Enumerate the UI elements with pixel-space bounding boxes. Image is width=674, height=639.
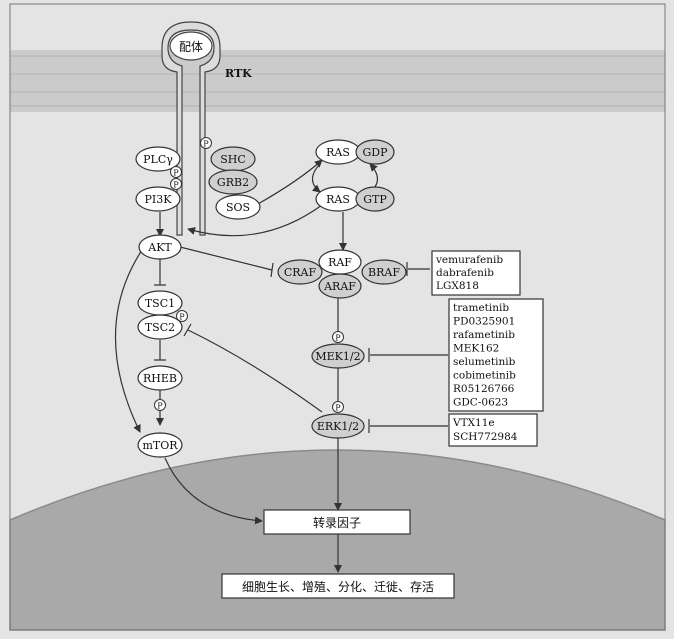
mek-inhibitor-item: MEK162 xyxy=(453,343,499,355)
raf-label: RAF xyxy=(328,256,352,269)
rtk-receptor: 配体 RTK xyxy=(161,21,252,236)
gtp-label: GTP xyxy=(363,193,387,206)
plcg-label: PLCγ xyxy=(143,153,173,166)
edge-mtor-tf xyxy=(164,457,263,525)
mek-inhibitor-item: trametinib xyxy=(453,302,509,314)
grb2-label: GRB2 xyxy=(217,176,249,189)
edge-sos-ras xyxy=(257,159,323,205)
phospho-marker: P xyxy=(176,310,188,322)
edge-erk-tsc2-bar xyxy=(183,323,192,337)
transcription-label: 转录因子 xyxy=(313,515,361,530)
phospho-marker: P xyxy=(332,401,344,413)
node-tsc1: TSC1 xyxy=(137,290,183,316)
ras2-label: RAS xyxy=(326,193,350,206)
svg-text:P: P xyxy=(173,169,179,178)
node-rheb: RHEB xyxy=(137,365,183,391)
edge-akt-craf xyxy=(179,246,273,271)
mek-inhibitor-item: R05126766 xyxy=(453,383,515,395)
svg-text:P: P xyxy=(179,313,185,322)
araf-label: ARAF xyxy=(323,280,356,293)
rheb-label: RHEB xyxy=(143,372,177,385)
ras1-label: RAS xyxy=(326,146,350,159)
node-raf-complex: CRAF BRAF RAF ARAF xyxy=(277,249,407,299)
node-mtor: mTOR xyxy=(137,432,183,458)
node-sos: SOS xyxy=(215,194,261,220)
mek-inhibitor-item: GDC-0623 xyxy=(453,397,508,409)
edge-akt-mtor xyxy=(114,249,143,433)
node-akt: AKT xyxy=(138,234,182,260)
transcription-factor-box: 转录因子 xyxy=(263,509,411,535)
node-grb2: GRB2 xyxy=(208,169,258,195)
craf-label: CRAF xyxy=(284,266,317,279)
mek-inhibitor-item: selumetinib xyxy=(453,356,516,368)
mek-label: MEK1/2 xyxy=(315,350,360,363)
svg-text:P: P xyxy=(335,334,341,343)
erk-inhibitor-item: SCH772984 xyxy=(453,431,518,443)
phospho-marker: P xyxy=(154,399,166,411)
phospho-marker: P xyxy=(332,331,344,343)
outcome-label: 细胞生长、增殖、分化、迁徙、存活 xyxy=(242,579,434,594)
tsc1-label: TSC1 xyxy=(145,297,175,310)
tsc2-label: TSC2 xyxy=(145,321,175,334)
phospho-marker: P xyxy=(200,137,212,149)
edge-ras-cycle-left xyxy=(311,163,321,193)
node-erk: ERK1/2 xyxy=(311,413,365,439)
edge-erk-tsc2 xyxy=(187,329,323,413)
raf-inhibitor-item: LGX818 xyxy=(436,280,479,292)
sos-label: SOS xyxy=(226,201,250,214)
node-plcg: PLCγ xyxy=(135,146,181,172)
svg-text:P: P xyxy=(203,140,209,149)
gdp-label: GDP xyxy=(362,146,388,159)
node-pi3k: PI3K xyxy=(135,186,181,212)
outcome-box: 细胞生长、增殖、分化、迁徙、存活 xyxy=(221,573,455,599)
phospho-marker: P xyxy=(170,166,182,178)
svg-text:P: P xyxy=(157,402,163,411)
svg-text:P: P xyxy=(173,181,179,190)
shc-label: SHC xyxy=(220,153,246,166)
akt-label: AKT xyxy=(147,241,172,254)
raf-inhibitor-box: vemurafenib dabrafenib LGX818 xyxy=(431,250,521,296)
node-shc: SHC xyxy=(210,146,256,172)
frame xyxy=(9,3,666,631)
ligand-node xyxy=(169,31,213,61)
svg-text:P: P xyxy=(335,404,341,413)
cell-membrane xyxy=(10,50,665,112)
raf-inhibitor-item: vemurafenib xyxy=(435,254,503,266)
braf-label: BRAF xyxy=(368,266,400,279)
pi3k-label: PI3K xyxy=(145,193,173,206)
erk-inhibitor-box: VTX11e SCH772984 xyxy=(448,413,538,447)
node-ras-gtp: RAS GTP xyxy=(315,186,395,212)
mek-inhibitor-box: trametinib PD0325901 rafametinib MEK162 … xyxy=(448,298,544,412)
erk-inhibitor-item: VTX11e xyxy=(452,417,495,429)
mek-inhibitor-item: PD0325901 xyxy=(453,316,515,328)
node-ras-gdp: RAS GDP xyxy=(315,139,395,165)
node-mek: MEK1/2 xyxy=(311,343,365,369)
mtor-label: mTOR xyxy=(142,439,178,452)
mek-inhibitor-item: cobimetinib xyxy=(453,370,516,382)
phospho-markers: P P P P P P P xyxy=(154,137,344,413)
raf-inhibitor-item: dabrafenib xyxy=(436,267,494,279)
rtk-label: RTK xyxy=(225,67,252,80)
edge-akt-craf-bar xyxy=(270,262,274,278)
ligand-label: 配体 xyxy=(179,40,203,54)
node-tsc2: TSC2 xyxy=(137,314,183,340)
phospho-marker: P xyxy=(170,178,182,190)
mek-inhibitor-item: rafametinib xyxy=(453,329,515,341)
edge-ras-pi3k xyxy=(187,204,323,237)
erk-label: ERK1/2 xyxy=(317,420,359,433)
